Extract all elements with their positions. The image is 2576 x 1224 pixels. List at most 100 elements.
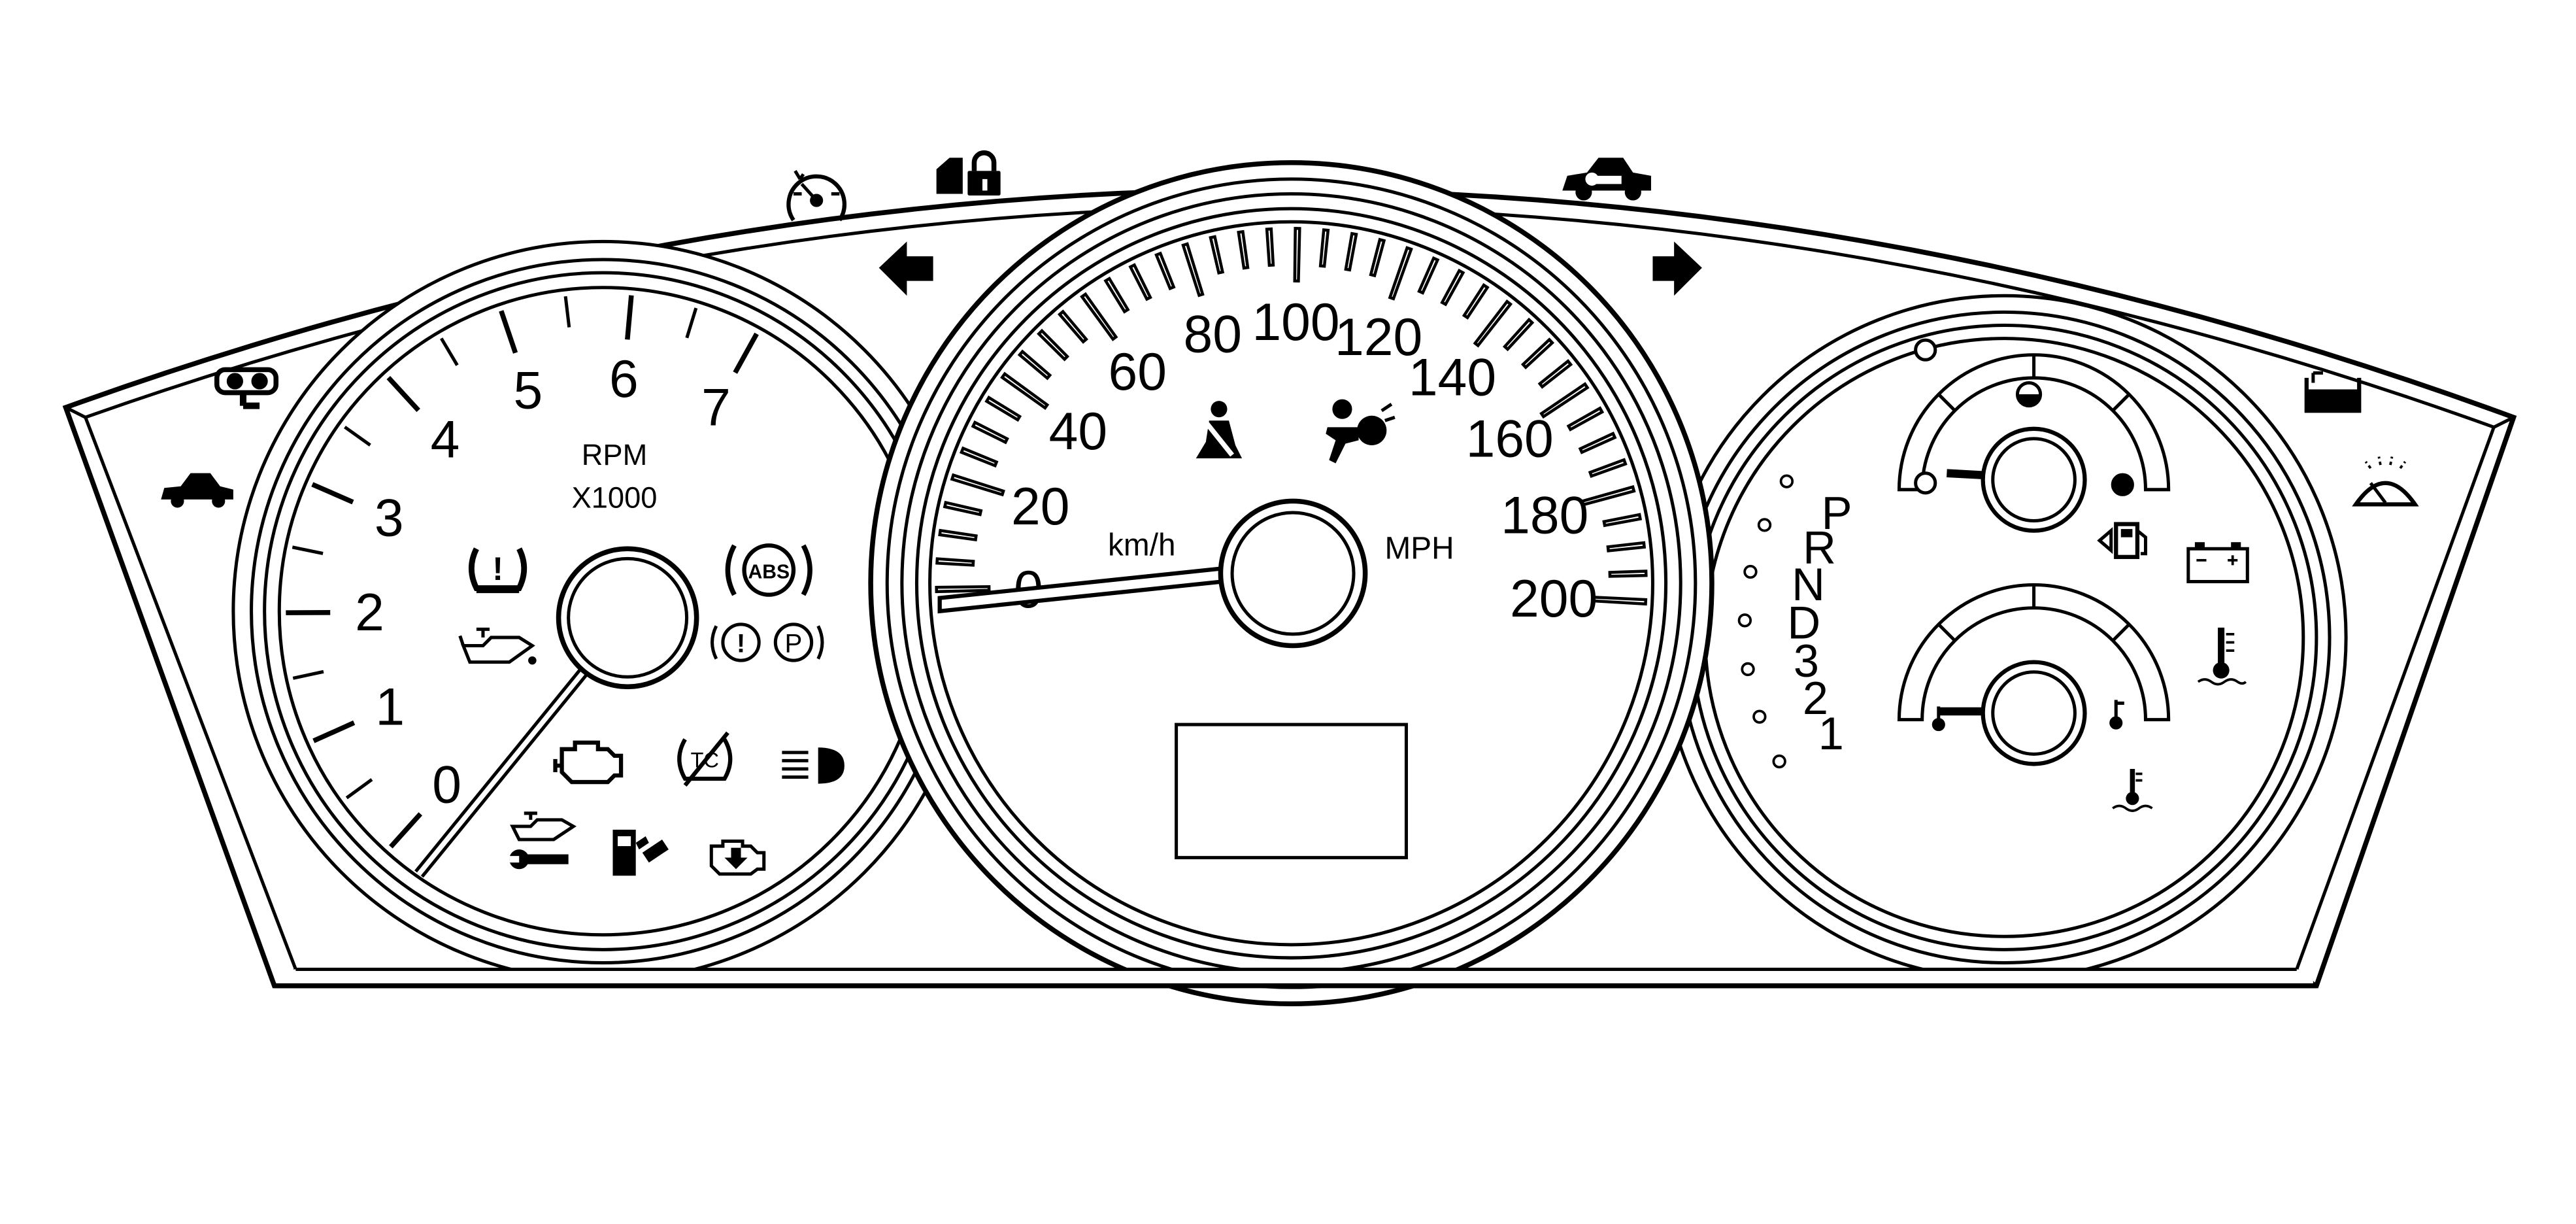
- tachometer-tick: [440, 337, 459, 366]
- speedometer-tick: [1440, 268, 1465, 307]
- speedometer-tick: [1237, 230, 1250, 270]
- speedometer-tick: [1537, 359, 1573, 389]
- speedometer-number: 100: [1252, 293, 1339, 352]
- temperature-gauge: [1897, 583, 2171, 766]
- speedometer-number: 140: [1409, 348, 1496, 407]
- speedometer-tick: [1344, 231, 1358, 272]
- speedometer-tick: [1037, 328, 1070, 362]
- gear-label: 2: [1803, 672, 1828, 724]
- traction-off-icon: TC: [677, 731, 733, 787]
- tachometer-rpm-label: RPM: [582, 438, 647, 471]
- tachometer-tick: [292, 545, 324, 555]
- speedometer-tick: [1591, 596, 1648, 606]
- washer-fluid-icon: [2304, 371, 2362, 413]
- speedometer-tick: [1103, 276, 1130, 314]
- tachometer-tick: [499, 310, 518, 354]
- service-vehicle-icon: [1562, 158, 1651, 201]
- speedometer-number: 20: [1011, 477, 1069, 536]
- door-lock-icon: [936, 150, 1001, 196]
- speedometer-tick: [1417, 256, 1440, 295]
- gear-label: D: [1787, 596, 1820, 648]
- tachometer-multiplier-label: X1000: [572, 481, 658, 514]
- turn-right-icon: [1652, 241, 1702, 296]
- tachometer-tick: [311, 482, 354, 505]
- speedometer-number: 200: [1510, 570, 1597, 628]
- speedometer-number: 120: [1335, 308, 1422, 367]
- speedometer-tick: [1369, 237, 1386, 278]
- speedometer-tick: [1502, 317, 1535, 352]
- speedometer-tick: [1606, 541, 1647, 552]
- abs-label: ABS: [748, 561, 790, 583]
- gear-dot: [1743, 564, 1758, 579]
- battery-icon: [2186, 542, 2249, 584]
- speedometer-tick: [1388, 246, 1413, 301]
- speedometer-tick: [1209, 235, 1225, 275]
- tachometer-number: 7: [701, 378, 731, 437]
- speedometer-tick: [984, 395, 1022, 422]
- cluster-bottom-edge: [274, 968, 2317, 989]
- gear-label: N: [1792, 558, 1825, 610]
- gear-dot: [1779, 474, 1794, 488]
- tachometer-number: 1: [375, 677, 405, 736]
- speedometer-tick: [1539, 382, 1590, 419]
- brake-warning-icon: !: [711, 622, 761, 662]
- tachometer-tick: [563, 296, 571, 328]
- tire-pressure-icon: !: [469, 547, 527, 594]
- gear-label: 3: [1794, 635, 1819, 687]
- tachometer-tick: [344, 426, 371, 447]
- tachometer-number: 0: [432, 756, 461, 815]
- tachometer-tick: [685, 307, 698, 339]
- speedometer-tick: [938, 528, 978, 541]
- abs-icon: ABS: [725, 543, 812, 597]
- tachometer-tick: [312, 720, 356, 743]
- speedometer-tick: [1602, 513, 1643, 528]
- speedometer-tick: [943, 500, 983, 517]
- gear-label: R: [1803, 522, 1836, 573]
- speedometer-number: 40: [1049, 402, 1107, 461]
- tachometer-number: 3: [375, 489, 404, 548]
- high-beam-icon: [782, 747, 845, 784]
- speedometer-tick: [1578, 432, 1617, 454]
- speedometer-unit-kmh: km/h: [1108, 528, 1175, 562]
- tachometer-tick: [389, 812, 423, 849]
- gear-dot: [1757, 518, 1772, 532]
- speedometer-number: 80: [1184, 305, 1242, 364]
- speedometer-tick: [1181, 242, 1205, 298]
- gear-label: P: [1822, 487, 1852, 539]
- oil-change-icon: [510, 811, 577, 842]
- check-engine-icon: [553, 740, 624, 785]
- tachometer-tick: [292, 670, 324, 680]
- temp-fuel-rings: [1661, 294, 2348, 981]
- speedometer-tick: [1608, 570, 1648, 578]
- fuel-gauge-hub: [1981, 426, 2087, 533]
- speedometer-number: 60: [1109, 343, 1167, 401]
- turn-left-icon: [878, 241, 933, 296]
- cruise-control-icon: [786, 170, 847, 222]
- coolant-temp-small-icon: [2112, 768, 2153, 812]
- speedometer-tick: [1265, 227, 1275, 267]
- tachometer-tick: [625, 295, 634, 340]
- speedometer-tick: [1128, 263, 1152, 301]
- gear-dot: [1741, 662, 1755, 677]
- svg-text:P: P: [785, 629, 803, 658]
- speedometer-tick: [1580, 484, 1636, 507]
- tachometer-tick: [733, 332, 759, 374]
- speedometer-tick: [935, 557, 975, 567]
- door-ajar-icon: [214, 367, 279, 409]
- odometer-display: [1175, 722, 1408, 860]
- reduced-power-icon: [709, 840, 766, 876]
- speedometer-tick: [1473, 299, 1513, 348]
- tachometer-number: 2: [355, 583, 384, 642]
- coolant-temp-icon: [2197, 627, 2247, 686]
- speedometer-number: 180: [1501, 486, 1588, 545]
- speedometer-tick: [1154, 251, 1176, 291]
- gear-dot: [1772, 754, 1786, 769]
- tachometer-tick: [345, 778, 373, 800]
- fuel-empty-dot: [2111, 473, 2134, 496]
- tachometer-number: 4: [431, 411, 460, 469]
